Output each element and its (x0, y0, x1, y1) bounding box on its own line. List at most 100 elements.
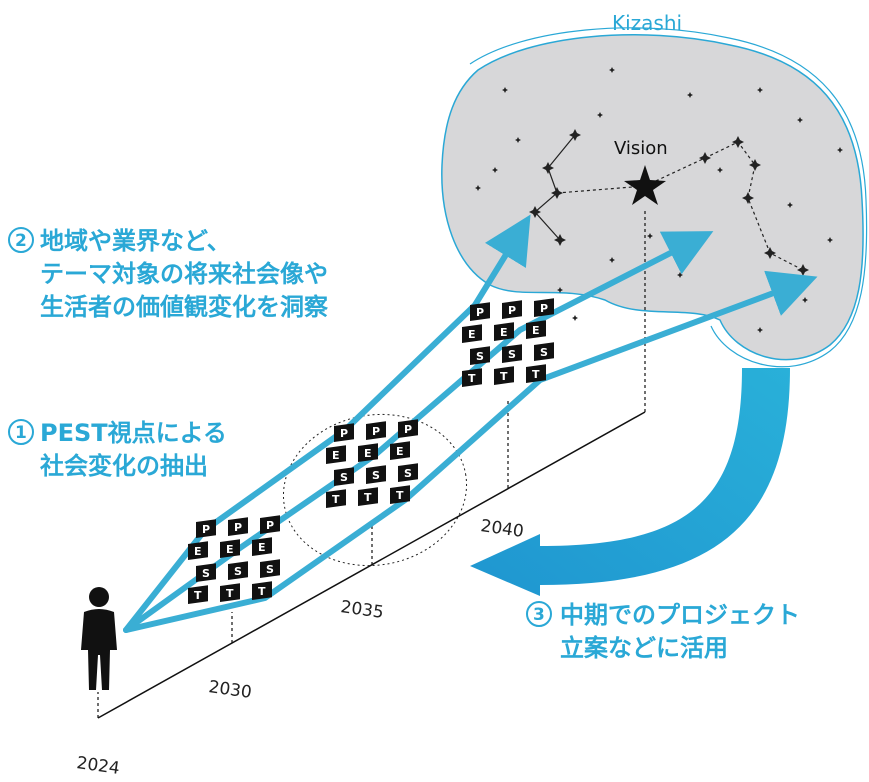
step-1-line-2: 社会変化の抽出 (40, 452, 208, 480)
constellation-star-icon (764, 247, 776, 259)
constellation-star-icon (742, 192, 754, 204)
pest-card-letter: P (340, 427, 348, 440)
step-2-number: 2 (15, 231, 27, 251)
person-icon (81, 587, 117, 690)
pest-card (228, 561, 248, 580)
pest-card-letter: T (364, 491, 372, 504)
step-1-line-1: PEST視点による (40, 419, 227, 447)
pest-card (398, 463, 418, 482)
pest-card-letter: T (194, 589, 202, 602)
pest-card (220, 539, 240, 558)
pest-card-letter: T (258, 585, 266, 598)
pest-card (534, 298, 554, 317)
pest-card-letter: S (508, 348, 516, 361)
pest-card (334, 467, 354, 486)
pest-card (252, 581, 272, 600)
constellation-star-icon (797, 264, 809, 276)
constellation-star-icon (551, 187, 563, 199)
constellation-star-icon (732, 136, 744, 148)
pest-card (470, 302, 490, 321)
year-label-2035: 2035 (339, 597, 385, 623)
pest-card (366, 465, 386, 484)
pest-card-letter: E (194, 545, 202, 558)
feedback-arrow (470, 368, 790, 596)
star-icon (515, 137, 521, 143)
star-icon (609, 67, 615, 73)
pest-card-letter: E (396, 445, 404, 458)
pest-card-letter: E (468, 328, 476, 341)
pest-card (398, 419, 418, 438)
pest-card (502, 300, 522, 319)
pest-card (390, 441, 410, 460)
focus-ellipse (282, 413, 468, 567)
pest-card-letter: E (532, 324, 540, 337)
star-icon (492, 167, 498, 173)
step-3-line-1: 中期でのプロジェクト (560, 601, 800, 629)
pest-card-letter: S (234, 565, 242, 578)
pest-card-letter: P (266, 519, 274, 532)
pest-card (526, 320, 546, 339)
constellation-star-icon (542, 162, 554, 174)
pest-card-letter: P (372, 425, 380, 438)
year-label-2024: 2024 (75, 753, 121, 779)
star-icon (797, 117, 803, 123)
pest-card (326, 445, 346, 464)
pest-card-letter: S (540, 346, 548, 359)
pest-card-letter: T (532, 368, 540, 381)
year-label-2040: 2040 (479, 516, 525, 542)
step-2-line-1: 地域や業界など、 (40, 227, 231, 255)
star-icon (557, 287, 563, 293)
pest-card (260, 515, 280, 534)
kizashi-label: Kizashi (612, 11, 682, 35)
step-1-number: 1 (15, 423, 27, 443)
star-icon (572, 315, 578, 321)
constellation-star-icon (569, 129, 581, 141)
step-3-number: 3 (533, 605, 545, 625)
star-icon (677, 272, 683, 278)
pest-card (326, 489, 346, 508)
pest-card-letter: E (258, 541, 266, 554)
timeline (97, 210, 646, 719)
step-1-block: 1 PEST視点による 社会変化の抽出 (8, 419, 227, 480)
pest-card-letter: S (340, 471, 348, 484)
star-icon (717, 167, 723, 173)
star-icon (837, 147, 843, 153)
pest-card-letter: T (468, 372, 476, 385)
step-3-line-2: 立案などに活用 (560, 634, 728, 662)
pest-card (188, 541, 208, 560)
pest-card (462, 324, 482, 343)
pest-card-letter: T (226, 587, 234, 600)
pest-card (196, 519, 216, 538)
pest-card-letter: T (332, 493, 340, 506)
constellation-star-icon (554, 234, 566, 246)
pest-card (502, 344, 522, 364)
star-icon (787, 202, 793, 208)
pest-card (334, 423, 354, 442)
star-icon (757, 87, 763, 93)
star-icon (597, 112, 603, 118)
step-2-line-3: 生活者の価値観変化を洞察 (40, 293, 329, 321)
star-icon (757, 327, 763, 333)
pest-card (358, 443, 378, 462)
year-label-2030: 2030 (207, 677, 253, 703)
pest-card-letter: P (508, 304, 516, 317)
pest-card-letter: S (404, 467, 412, 480)
pest-card (390, 485, 410, 504)
pest-card (260, 559, 280, 578)
pest-card (462, 368, 482, 387)
vision-label: Vision (614, 138, 668, 159)
star-icon (647, 233, 653, 239)
pest-card-letter: S (372, 469, 380, 482)
pest-card-letter: P (234, 521, 242, 534)
pest-card-letter: E (500, 326, 508, 339)
step-2-line-2: テーマ対象の将来社会像や (40, 260, 328, 288)
pest-card-letter: E (364, 447, 372, 460)
pest-card (358, 487, 378, 506)
star-icon (475, 185, 481, 191)
pest-card (228, 517, 248, 536)
constellation-star-icon (699, 152, 711, 164)
trend-arrow-3 (123, 270, 818, 633)
pest-card-letter: S (476, 350, 484, 363)
